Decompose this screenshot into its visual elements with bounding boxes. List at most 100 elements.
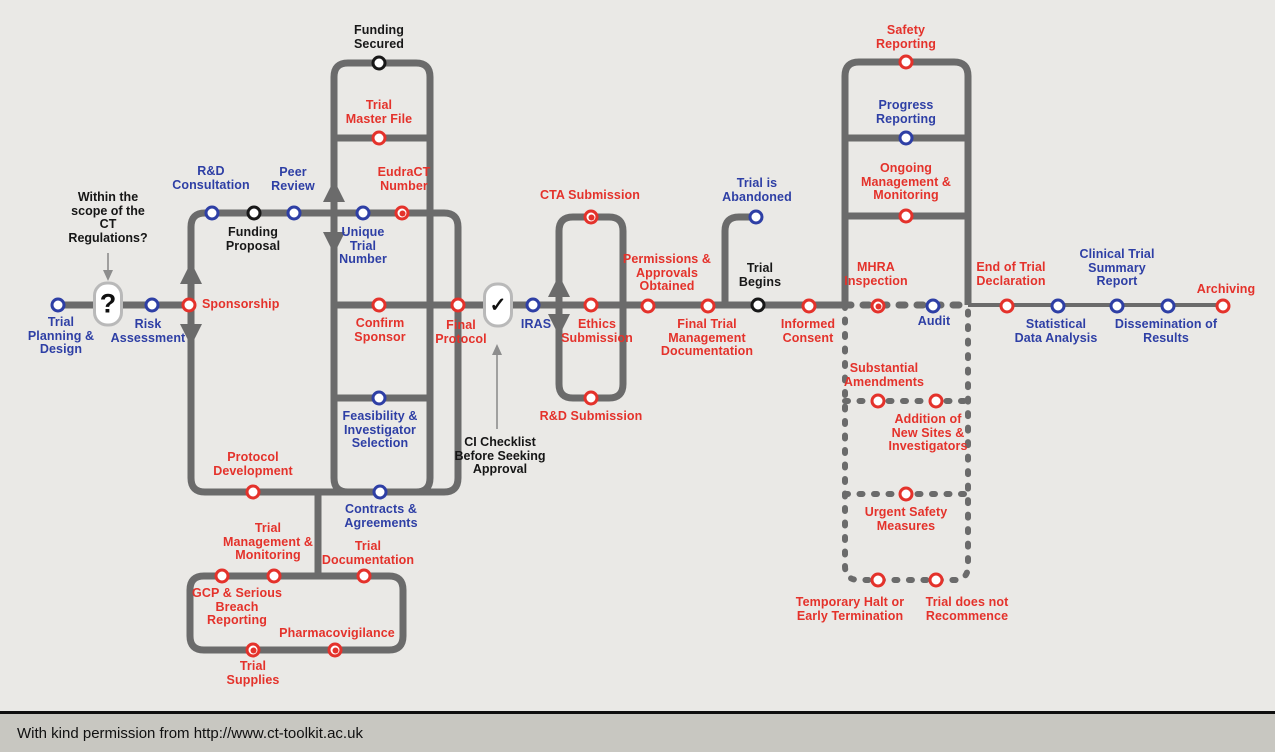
station-node-protocol-development[interactable] xyxy=(245,484,261,500)
station-node-funding-secured[interactable] xyxy=(371,55,387,71)
station-node-eudract-number[interactable] xyxy=(394,205,410,221)
station-label-funding-proposal: Funding Proposal xyxy=(225,225,281,253)
caption-scope-question: Within the scope of the CT Regulations? xyxy=(68,190,148,245)
station-node-permissions-approvals-obtained[interactable] xyxy=(640,298,656,314)
rail-abandoned-branch xyxy=(721,213,752,305)
station-label-permissions-approvals-obtained: Permissions & Approvals Obtained xyxy=(622,252,712,293)
station-label-trial-master-file: Trial Master File xyxy=(345,98,413,126)
station-node-trial-master-file[interactable] xyxy=(371,130,387,146)
station-label-gcp-serious-breach-reporting: GCP & Serious Breach Reporting xyxy=(192,586,282,627)
station-node-unique-trial-number[interactable] xyxy=(355,205,371,221)
station-label-pharmacovigilance: Pharmacovigilance xyxy=(279,626,395,640)
station-node-trial-documentation[interactable] xyxy=(356,568,372,584)
arrow-down-submission-loop xyxy=(548,314,570,336)
station-label-trial-management-monitoring: Trial Management & Monitoring xyxy=(222,521,314,562)
station-label-clinical-trial-summary-report: Clinical Trial Summary Report xyxy=(1079,247,1155,288)
station-node-peer-review[interactable] xyxy=(286,205,302,221)
station-label-unique-trial-number: Unique Trial Number xyxy=(339,225,387,266)
station-node-final-protocol[interactable] xyxy=(450,297,466,313)
station-label-end-of-trial-declaration: End of Trial Declaration xyxy=(976,260,1046,288)
station-node-safety-reporting[interactable] xyxy=(898,54,914,70)
station-label-feasibility-investigator-selection: Feasibility & Investigator Selection xyxy=(342,409,418,450)
station-node-archiving[interactable] xyxy=(1215,298,1231,314)
station-label-statistical-data-analysis: Statistical Data Analysis xyxy=(1014,317,1098,345)
footer-divider xyxy=(0,711,1275,714)
station-label-addition-new-sites-investigators: Addition of New Sites & Investigators xyxy=(888,412,968,453)
guide-arrowhead-scope xyxy=(103,270,113,281)
clinical-trial-route-map: Trial Planning & Design Risk Assessment Sp… xyxy=(0,0,1275,711)
station-label-trial-documentation: Trial Documentation xyxy=(321,539,415,567)
station-label-rd-consultation: R&D Consultation xyxy=(172,164,250,192)
footer-bar: With kind permission from http://www.ct-… xyxy=(0,714,1275,752)
station-label-trial-planning-design: Trial Planning & Design xyxy=(27,315,95,356)
station-node-progress-reporting[interactable] xyxy=(898,130,914,146)
station-node-cta-submission[interactable] xyxy=(583,209,599,225)
rail-dashed-rect xyxy=(842,302,971,583)
rail-management-loop xyxy=(186,572,407,654)
rail-submission-loop xyxy=(555,213,627,402)
station-node-temporary-halt-early-termination[interactable] xyxy=(870,572,886,588)
station-node-addition-new-sites-investigators[interactable] xyxy=(928,393,944,409)
station-node-contracts-agreements[interactable] xyxy=(372,484,388,500)
station-label-trial-supplies: Trial Supplies xyxy=(226,659,280,687)
station-label-archiving: Archiving xyxy=(1196,282,1256,296)
rail-bottom-line xyxy=(187,477,462,496)
station-label-mhra-inspection: MHRA Inspection xyxy=(844,260,908,288)
station-label-protocol-development: Protocol Development xyxy=(213,450,293,478)
station-label-audit: Audit xyxy=(917,314,951,328)
station-node-final-trial-management-documentation[interactable] xyxy=(700,298,716,314)
station-node-urgent-safety-measures[interactable] xyxy=(898,486,914,502)
station-node-informed-consent[interactable] xyxy=(801,298,817,314)
station-label-ethics-submission: Ethics Submission xyxy=(561,317,633,345)
station-node-funding-proposal[interactable] xyxy=(246,205,262,221)
station-node-dissemination-of-results[interactable] xyxy=(1160,298,1176,314)
station-node-rd-submission[interactable] xyxy=(583,390,599,406)
station-label-dissemination-of-results: Dissemination of Results xyxy=(1114,317,1218,345)
question-mark-icon: ? xyxy=(99,288,117,319)
station-node-ethics-submission[interactable] xyxy=(583,297,599,313)
checkmark-icon: ✓ xyxy=(489,294,507,316)
arrow-up-submission-loop xyxy=(548,275,570,297)
station-label-ongoing-management-monitoring: Ongoing Management & Monitoring xyxy=(860,161,952,202)
station-label-final-trial-management-documentation: Final Trial Management Documentation xyxy=(660,317,754,358)
guide-arrowhead-checklist xyxy=(492,344,502,355)
decision-node-ci-checklist[interactable]: ✓ xyxy=(483,282,513,328)
station-node-trial-planning-design[interactable] xyxy=(50,297,66,313)
station-node-clinical-trial-summary-report[interactable] xyxy=(1109,298,1125,314)
station-label-trial-is-abandoned: Trial is Abandoned xyxy=(722,176,792,204)
station-node-gcp-serious-breach-reporting[interactable] xyxy=(214,568,230,584)
station-label-risk-assessment: Risk Assessment xyxy=(110,317,186,345)
rail-setup-loop-corner-left xyxy=(330,477,349,496)
station-node-end-of-trial-declaration[interactable] xyxy=(999,298,1015,314)
station-label-urgent-safety-measures: Urgent Safety Measures xyxy=(864,505,948,533)
station-node-trial-management-monitoring[interactable] xyxy=(266,568,282,584)
station-node-trial-does-not-recommence[interactable] xyxy=(928,572,944,588)
station-node-trial-begins[interactable] xyxy=(750,297,766,313)
station-node-substantial-amendments[interactable] xyxy=(870,393,886,409)
decision-node-scope-question[interactable]: ? xyxy=(93,281,123,327)
station-label-final-protocol: Final Protocol xyxy=(435,318,487,346)
caption-ci-checklist: CI Checklist Before Seeking Approval xyxy=(454,435,546,476)
station-node-statistical-data-analysis[interactable] xyxy=(1050,298,1066,314)
station-label-eudract-number: EudraCT Number xyxy=(377,165,431,193)
station-node-pharmacovigilance[interactable] xyxy=(327,642,343,658)
station-node-mhra-inspection[interactable] xyxy=(870,298,886,314)
station-label-sponsorship: Sponsorship xyxy=(202,297,280,311)
station-label-confirm-sponsor: Confirm Sponsor xyxy=(354,316,406,344)
station-node-trial-supplies[interactable] xyxy=(245,642,261,658)
station-node-iras[interactable] xyxy=(525,297,541,313)
station-node-audit[interactable] xyxy=(925,298,941,314)
station-label-funding-secured: Funding Secured xyxy=(353,23,405,51)
arrow-down-sponsorship xyxy=(180,324,202,346)
rail-sponsorship-spine xyxy=(187,209,462,478)
station-label-trial-does-not-recommence: Trial does not Recommence xyxy=(925,595,1009,623)
station-label-temporary-halt-early-termination: Temporary Halt or Early Termination xyxy=(795,595,905,623)
station-node-feasibility-investigator-selection[interactable] xyxy=(371,390,387,406)
station-node-confirm-sponsor[interactable] xyxy=(371,297,387,313)
station-label-contracts-agreements: Contracts & Agreements xyxy=(344,502,418,530)
station-node-ongoing-management-monitoring[interactable] xyxy=(898,208,914,224)
station-node-sponsorship[interactable] xyxy=(181,297,197,313)
station-node-trial-is-abandoned[interactable] xyxy=(748,209,764,225)
station-node-risk-assessment[interactable] xyxy=(144,297,160,313)
station-node-rd-consultation[interactable] xyxy=(204,205,220,221)
